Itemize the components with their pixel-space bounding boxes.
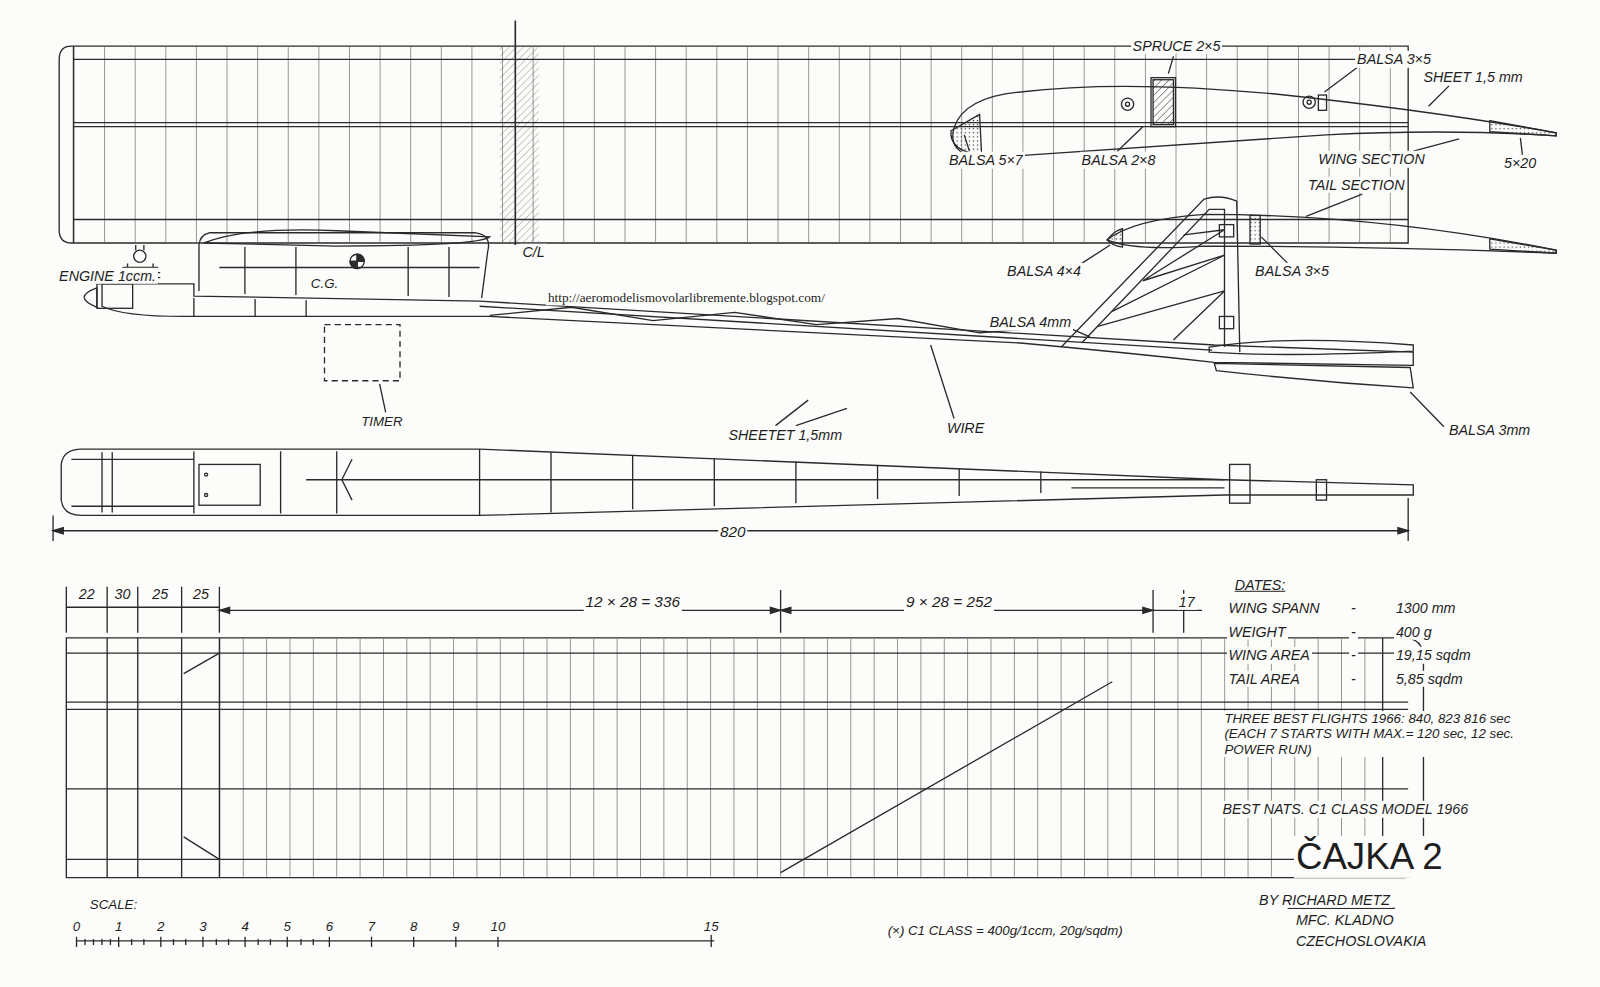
plan-label: 5: [281, 919, 292, 934]
plan-label: 2: [155, 919, 166, 934]
plan-label: TAIL AREA: [1227, 670, 1302, 686]
plan-label: WING SPANN: [1227, 600, 1322, 616]
plan-label: 820: [718, 523, 748, 541]
plan-label: DATES:: [1233, 576, 1288, 592]
plan-label: BALSA 3×5: [1355, 51, 1433, 67]
plan-label: TIMER: [359, 415, 404, 430]
plan-label: BALSA 3mm: [1447, 421, 1532, 437]
plan-label: 30: [112, 586, 132, 602]
plan-label: 17: [1177, 594, 1197, 610]
plan-label: 1300 mm: [1394, 600, 1458, 616]
plan-label: BALSA 5×7: [947, 152, 1025, 168]
plan-label: 0: [71, 919, 82, 934]
plan-label: SHEET 1,5 mm: [1421, 68, 1524, 84]
plan-label: C/L: [520, 244, 546, 260]
plan-label: WIRE: [945, 419, 986, 435]
plan-label: 4: [239, 919, 250, 934]
plan-label: 6: [324, 919, 335, 934]
plan-label: 5×20: [1502, 155, 1538, 171]
plan-label: SHEETET 1,5mm: [727, 426, 845, 442]
plan-label: -: [1349, 623, 1358, 639]
plan-label: 25: [191, 586, 211, 602]
plan-label: 10: [489, 919, 508, 934]
plan-label: (×) C1 CLASS = 400g/1ccm, 20g/sqdm): [886, 923, 1125, 938]
plan-label: ENGINE 1ccm.: [57, 267, 158, 283]
plan-label: -: [1349, 670, 1358, 686]
plan-label: WING AREA: [1227, 647, 1312, 663]
plan-label: 3: [197, 919, 208, 934]
plan-label: CZECHOSLOVAKIA: [1294, 933, 1428, 949]
plan-label: -: [1349, 600, 1358, 616]
plan-label: BEST NATS. C1 CLASS MODEL 1966: [1220, 801, 1470, 817]
plan-label: BALSA 4×4: [1005, 263, 1083, 279]
plan-label: 8: [408, 919, 419, 934]
plan-label: 9 × 28 = 252: [904, 593, 994, 611]
plan-label: SCALE:: [88, 897, 139, 912]
plan-label: BALSA 3×5: [1253, 263, 1331, 279]
plan-label: C.G.: [309, 276, 340, 291]
plan-label: 22: [77, 586, 97, 602]
plan-label: 12 × 28 = 336: [583, 593, 681, 611]
plan-label: THREE BEST FLIGHTS 1966: 840, 823 816 se…: [1222, 711, 1532, 757]
plan-label: WING SECTION: [1316, 151, 1426, 167]
plan-label: http://aeromodelismovolarlibremente.blog…: [546, 290, 827, 305]
plan-label: 5,85 sqdm: [1394, 670, 1465, 686]
plan-label: BALSA 4mm: [988, 314, 1073, 330]
plan-label: 9: [450, 919, 461, 934]
plan-label: 7: [366, 919, 377, 934]
plan-label: 25: [150, 586, 170, 602]
plan-label: MFC. KLADNO: [1294, 912, 1396, 928]
plan-label: WEIGHT: [1227, 623, 1288, 639]
plan-label: BALSA 2×8: [1080, 152, 1158, 168]
plan-label: 15: [702, 919, 721, 934]
plan-label: 19,15 sqdm: [1394, 647, 1473, 663]
plan-label: 400 g: [1394, 623, 1434, 639]
plan-label: TAIL SECTION: [1306, 176, 1406, 192]
plan-label: -: [1349, 647, 1358, 663]
plan-label: SPRUCE 2×5: [1131, 38, 1223, 54]
plan-label: 1: [113, 919, 124, 934]
plan-label: BY RICHARD METZ: [1257, 892, 1392, 908]
plan-title: ČAJKA 2: [1294, 836, 1445, 878]
